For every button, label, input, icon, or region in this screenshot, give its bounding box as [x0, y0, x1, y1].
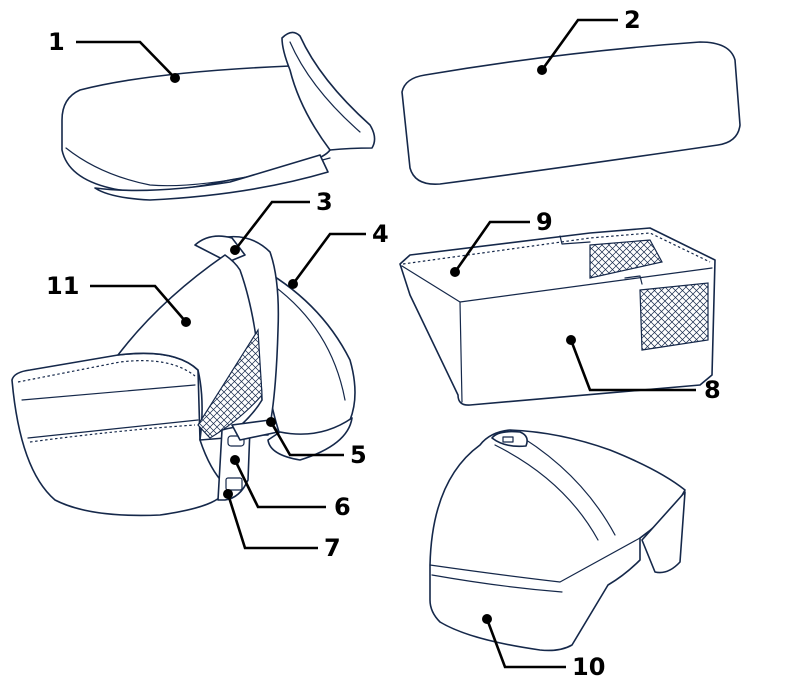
callout-number-6: 6 [334, 493, 351, 521]
leader-7 [228, 494, 318, 548]
anchor-dot-3 [230, 245, 240, 255]
anchor-dot-1 [170, 73, 180, 83]
anchor-dot-9 [450, 267, 460, 277]
callout-number-4: 4 [372, 220, 389, 248]
anchor-dot-5 [266, 417, 276, 427]
callout-number-3: 3 [316, 188, 333, 216]
callout-number-1: 1 [48, 28, 65, 56]
callout-number-7: 7 [324, 534, 341, 562]
part-folded-cover [430, 430, 685, 650]
leader-4 [293, 234, 366, 284]
callout-number-11: 11 [46, 272, 79, 300]
anchor-dot-6 [230, 455, 240, 465]
callout-number-9: 9 [536, 208, 553, 236]
anchor-dot-11 [181, 317, 191, 327]
anchor-dot-4 [288, 279, 298, 289]
callout-number-5: 5 [350, 441, 367, 469]
callout-number-10: 10 [572, 653, 605, 681]
callout-number-8: 8 [704, 376, 721, 404]
part-inner-liner [400, 228, 715, 405]
part-mattress [402, 42, 740, 184]
callout-number-2: 2 [624, 6, 641, 34]
anchor-dot-10 [482, 614, 492, 624]
leader-1 [76, 42, 175, 78]
anchor-dot-8 [566, 335, 576, 345]
anchor-dot-2 [537, 65, 547, 75]
part-mattress-pad [62, 32, 375, 200]
anchor-dot-7 [223, 489, 233, 499]
